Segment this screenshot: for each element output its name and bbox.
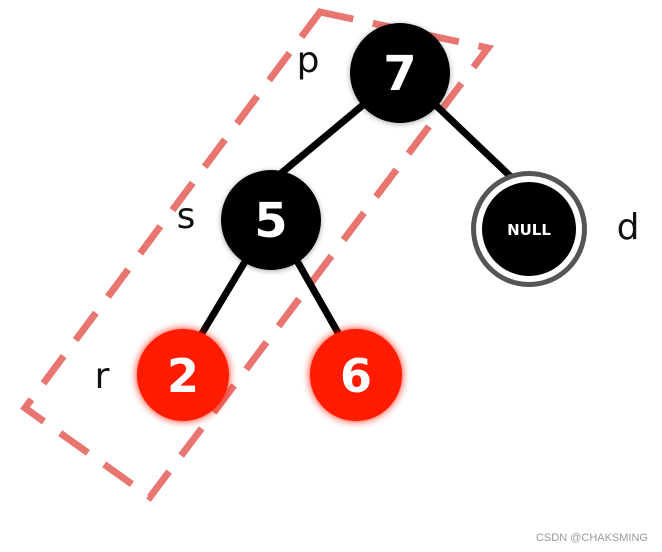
node-value-null: NULL xyxy=(507,221,551,239)
tree-node-null: NULL xyxy=(471,171,587,287)
node-value-2: 2 xyxy=(167,349,199,403)
node-value-7: 7 xyxy=(383,46,416,102)
tree-node-5: 5 xyxy=(221,170,321,270)
node-value-6: 6 xyxy=(340,349,372,403)
tree-node-2: 2 xyxy=(137,329,229,421)
label-d: d xyxy=(617,207,640,248)
tree-node-7: 7 xyxy=(350,23,450,123)
label-s: s xyxy=(177,196,196,237)
label-r: r xyxy=(95,356,110,397)
label-p: p xyxy=(297,40,320,81)
watermark-text: CSDN @CHAKSMING xyxy=(536,532,648,544)
tree-node-6: 6 xyxy=(310,329,402,421)
node-value-5: 5 xyxy=(254,193,287,249)
